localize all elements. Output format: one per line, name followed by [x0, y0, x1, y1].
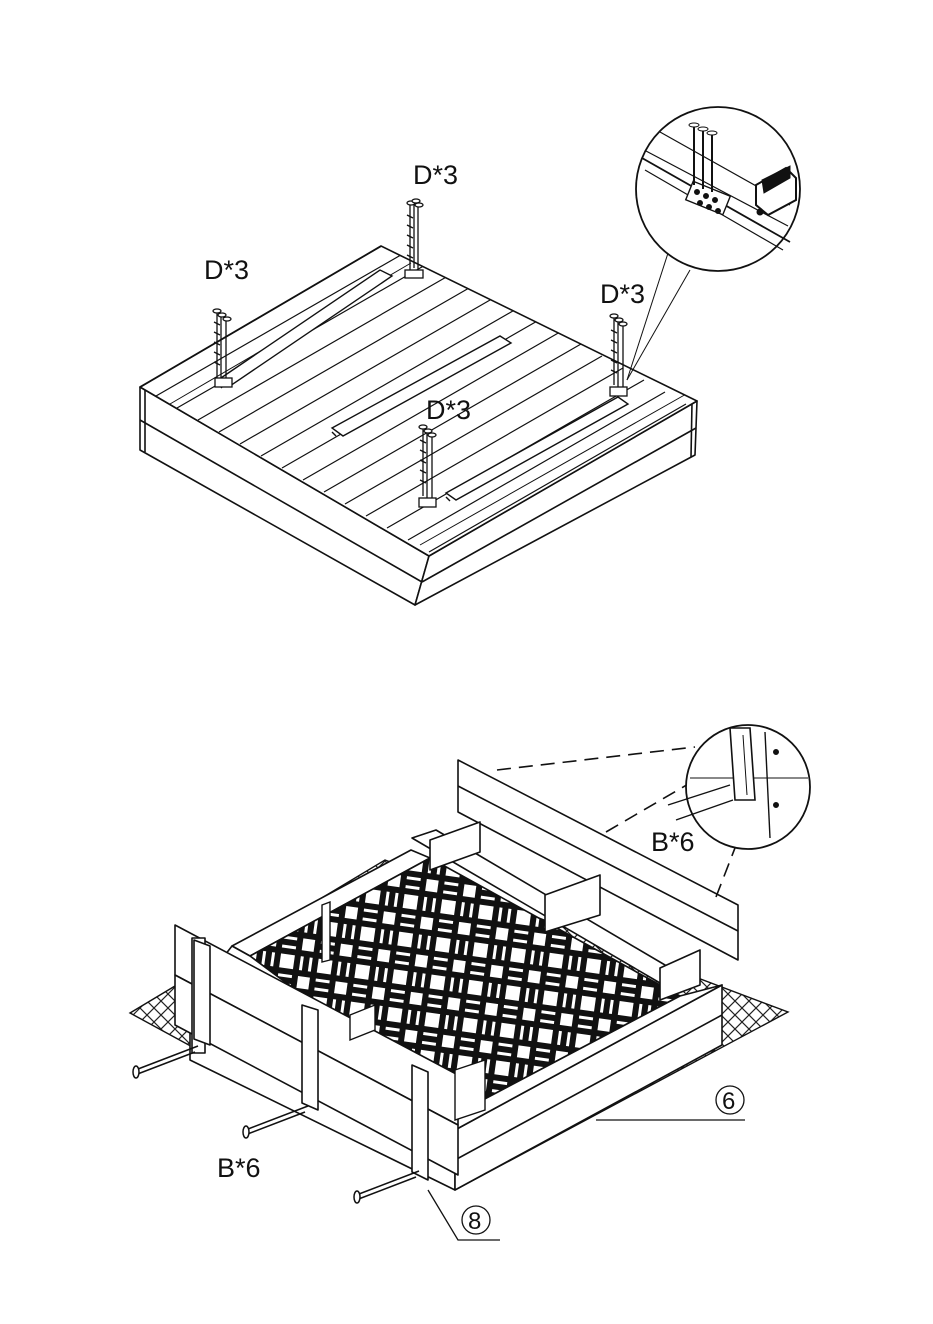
label-d3-right: D*3: [600, 279, 645, 309]
hinge-detail: [627, 107, 800, 380]
label-d3-top: D*3: [413, 160, 458, 190]
label-d3-center: D*3: [426, 395, 471, 425]
label-d3-left: D*3: [204, 255, 249, 285]
label-b6-left: B*6: [217, 1153, 261, 1183]
callout-8: 8: [468, 1208, 481, 1235]
label-b6-right: B*6: [651, 827, 695, 857]
callout-6: 6: [722, 1088, 735, 1115]
